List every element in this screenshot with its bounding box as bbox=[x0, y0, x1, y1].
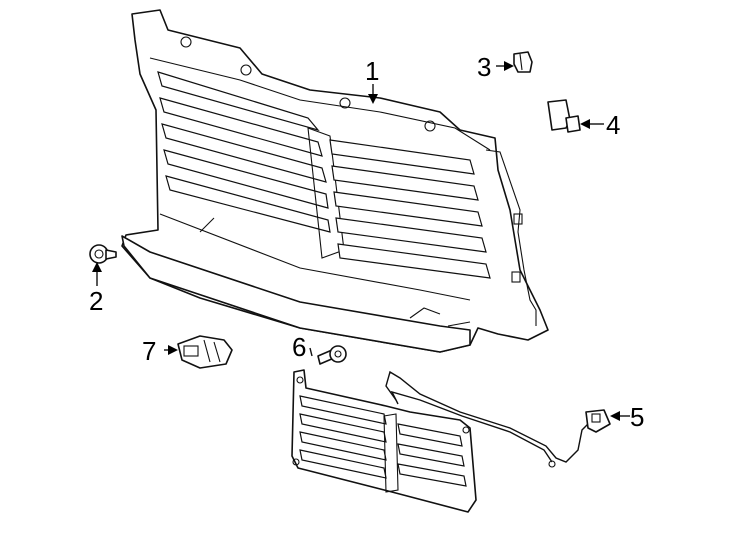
arrowhead-7 bbox=[168, 345, 178, 355]
callout-label-1: 1 bbox=[365, 56, 379, 86]
arrowhead-2 bbox=[92, 262, 102, 272]
callout-2: 2 bbox=[89, 262, 103, 316]
part-7-actuator bbox=[177, 335, 233, 369]
callout-6: 6 bbox=[292, 332, 313, 362]
callout-label-5: 5 bbox=[630, 402, 644, 432]
callout-label-6: 6 bbox=[292, 332, 306, 362]
callout-4: 4 bbox=[580, 110, 620, 140]
part-2-grommet bbox=[89, 244, 117, 264]
callout-label-3: 3 bbox=[477, 52, 491, 82]
arrowhead-4 bbox=[580, 119, 590, 129]
arrowhead-1 bbox=[368, 94, 378, 104]
part-3-clip bbox=[513, 51, 533, 73]
part-1-shutter-frame bbox=[121, 9, 549, 353]
callout-label-4: 4 bbox=[606, 110, 620, 140]
callout-5: 5 bbox=[610, 402, 644, 432]
part-6-screw bbox=[317, 345, 347, 365]
arrowhead-5 bbox=[610, 411, 620, 421]
callout-7: 7 bbox=[142, 336, 178, 366]
callout-1: 1 bbox=[365, 56, 379, 104]
callout-3: 3 bbox=[477, 52, 514, 82]
arrowhead-3 bbox=[504, 61, 514, 71]
callout-label-2: 2 bbox=[89, 286, 103, 316]
callout-label-7: 7 bbox=[142, 336, 156, 366]
part-4-bracket bbox=[547, 99, 581, 133]
part-5-lower-shutter-harness bbox=[291, 369, 611, 513]
